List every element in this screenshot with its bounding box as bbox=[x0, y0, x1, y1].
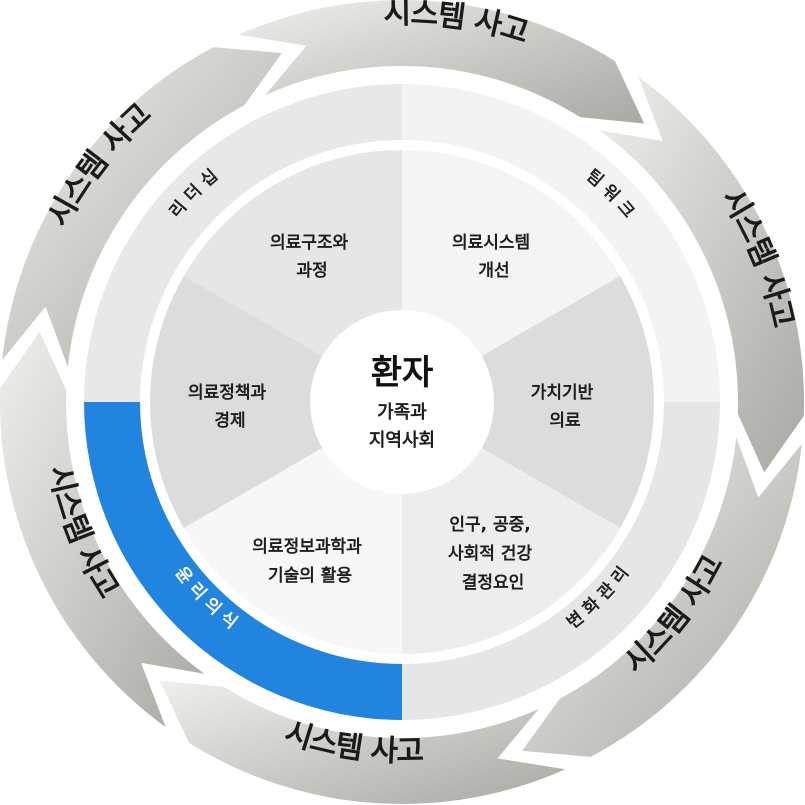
ring-quadrant-change-management bbox=[402, 402, 720, 720]
outer-arrow-3 bbox=[159, 680, 566, 804]
segment-labels: 의료구조와 과정 의료시스템 개선 가치기반 의료 인구, 공중, 사회적 건강… bbox=[188, 233, 599, 593]
segment-label-care-structure: 의료구조와 과정 bbox=[270, 233, 354, 281]
segment-label-policy-economics: 의료정책과 경제 bbox=[188, 383, 272, 431]
outer-arrow-1 bbox=[599, 76, 805, 473]
outer-arrow-2 bbox=[522, 437, 802, 757]
inner-segments bbox=[150, 150, 654, 654]
center-circle bbox=[310, 310, 494, 494]
ring-quadrant-leadership bbox=[84, 84, 402, 402]
ring-quadrant-teamwork bbox=[402, 84, 720, 402]
segment-label-value-based-care: 가치기반 의료 bbox=[531, 383, 599, 431]
center-subtitle-line2: 지역사회 bbox=[369, 430, 435, 451]
center-subtitle-line1: 가족과 bbox=[377, 402, 427, 423]
outer-arrow-4 bbox=[0, 331, 205, 728]
center-title: 환자 bbox=[371, 353, 434, 393]
segment-label-system-improvement: 의료시스템 개선 bbox=[452, 233, 536, 281]
segment-label-social-determinants: 인구, 공중, 사회적 건강 결정요인 bbox=[448, 515, 538, 593]
outer-arrow-5 bbox=[2, 47, 282, 367]
segment-policy-economics bbox=[150, 276, 402, 528]
ring-highlight-ethics bbox=[84, 402, 402, 720]
outer-arrow-0 bbox=[238, 0, 645, 124]
center-patient: 환자 가족과 지역사회 bbox=[310, 310, 494, 494]
segment-value-based-care bbox=[402, 276, 654, 528]
segment-label-health-informatics: 의료정보과학과 기술의 활용 bbox=[252, 537, 367, 586]
competency-ring: 리 더 십 팀 워 크 변 화 관 리 윤 리 의 식 bbox=[84, 84, 720, 720]
